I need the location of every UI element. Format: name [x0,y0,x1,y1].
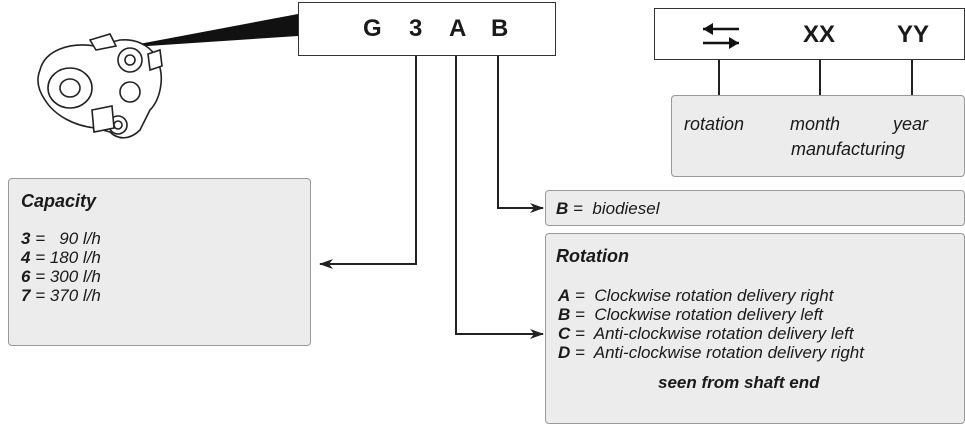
label-manufacturing: manufacturing [791,139,906,159]
capacity-item: 3 = 90 l/h [21,229,101,248]
date-code-box: XX YY [654,8,965,60]
biodiesel-arrow [497,56,544,213]
code-char-rotation: A [449,15,467,42]
capacity-item: 4 = 180 l/h [21,248,101,267]
rotation-arrow [455,56,544,339]
rotation-item: D = Anti-clockwise rotation delivery rig… [558,343,864,362]
model-code-box: G 3 A B [298,2,556,56]
biodiesel-item: B = biodiesel [556,199,660,218]
rotation-footer: seen from shaft end [658,373,820,392]
code-char-capacity: 3 [409,15,423,42]
capacity-item: 7 = 370 l/h [21,286,101,305]
label-month: month [790,114,841,134]
label-year: year [893,114,929,134]
rotation-panel: Rotation A = Clockwise rotation delivery… [545,233,965,424]
capacity-title: Capacity [21,191,97,211]
code-char-biodiesel: B [491,15,509,42]
capacity-arrow [319,56,417,269]
rotation-item: C = Anti-clockwise rotation delivery lef… [558,324,854,343]
rotation-item: B = Clockwise rotation delivery left [558,305,824,324]
date-month-code: XX [803,21,836,48]
capacity-item: 6 = 300 l/h [21,267,101,286]
capacity-panel: Capacity 3 = 90 l/h 4 = 180 l/h 6 = 300 … [8,178,311,346]
pump-pointer [118,14,298,48]
label-rotation: rotation [684,114,745,134]
double-arrow-icon [703,23,739,49]
code-char-g: G [363,15,382,42]
date-year-code: YY [897,21,930,48]
biodiesel-panel: B = biodiesel [545,190,965,226]
rotation-title: Rotation [556,246,629,266]
date-code-panel: rotation month year manufacturing [671,95,965,177]
rotation-item: A = Clockwise rotation delivery right [558,286,834,305]
